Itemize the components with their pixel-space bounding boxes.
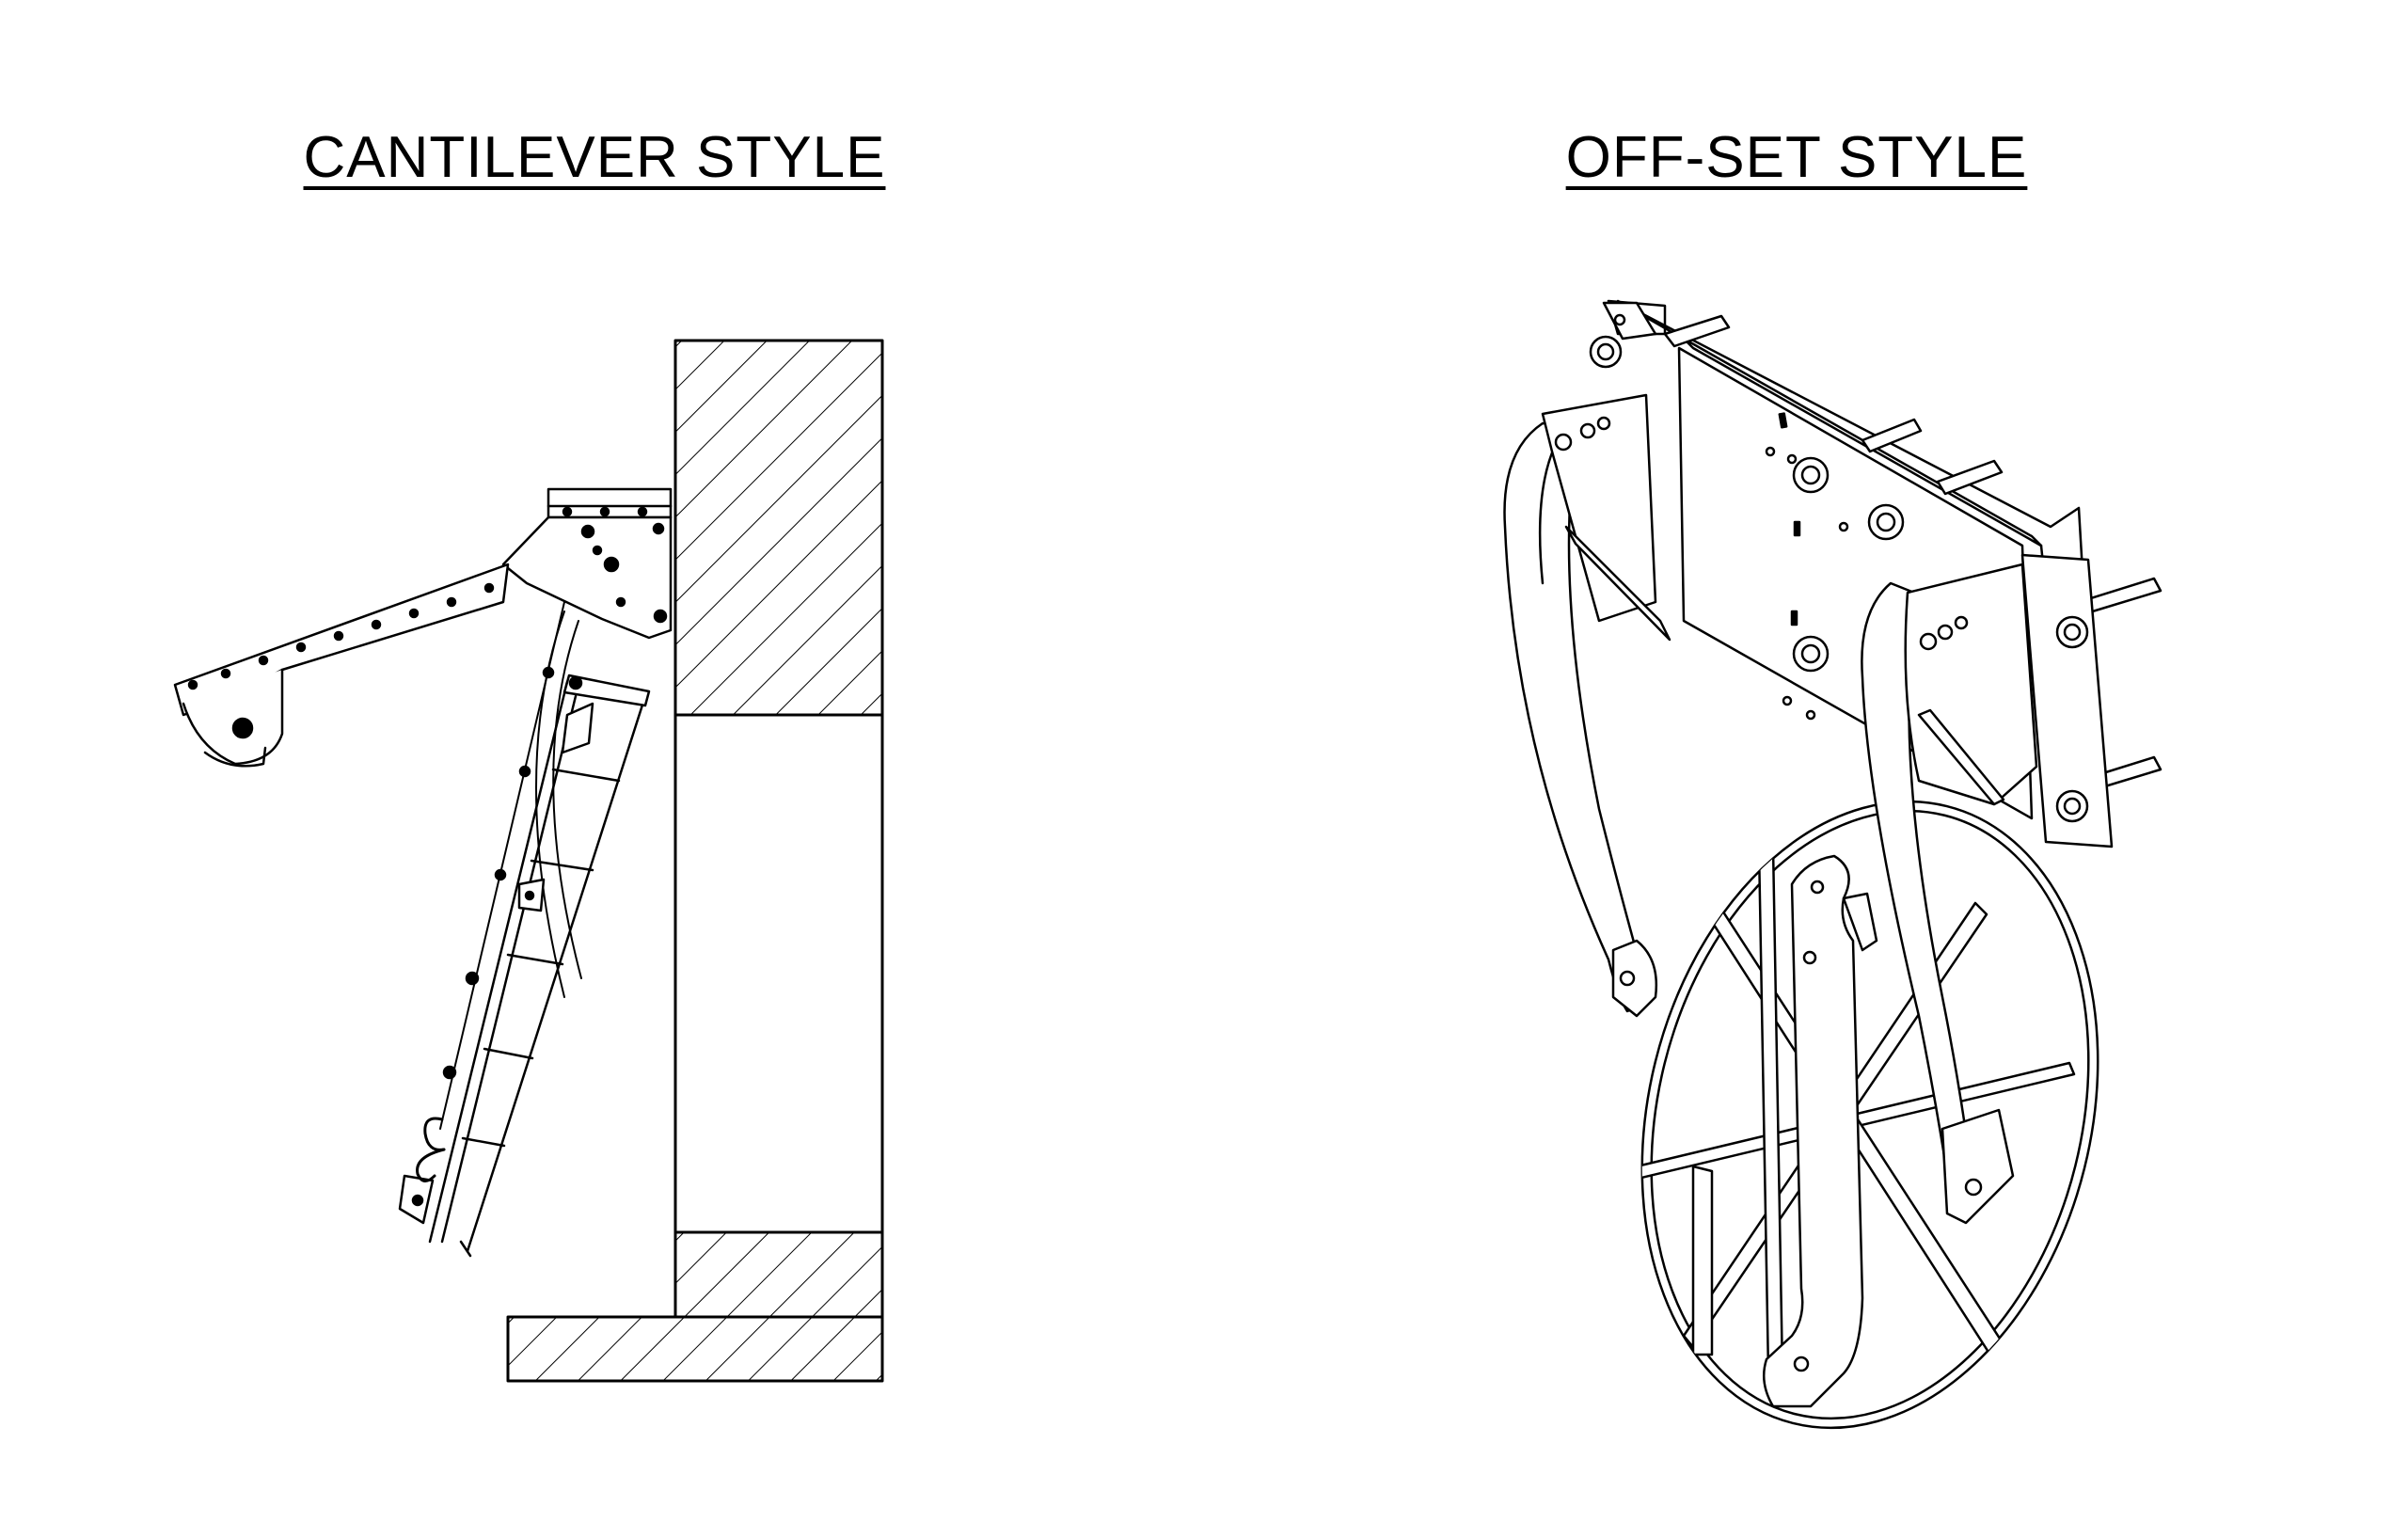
left-side-bracket xyxy=(1541,393,1671,642)
wall-bracket xyxy=(501,487,673,640)
right-support-arm xyxy=(1861,563,2038,1225)
left-support-arm xyxy=(1503,421,1657,1018)
cantilever-ladder-davit-icon xyxy=(173,339,884,1383)
offset-davit-bracket-icon xyxy=(1503,299,2162,1430)
nut-bolts xyxy=(1589,335,1905,673)
wall-hatched-structure xyxy=(506,339,884,1383)
cantilever-arm xyxy=(173,563,510,768)
ladder xyxy=(398,610,651,1258)
rope-and-hook xyxy=(416,601,565,1182)
center-bracket xyxy=(1762,854,1878,1408)
cantilever-style-title: CANTILEVER STYLE xyxy=(303,125,886,190)
offset-style-title: OFF-SET STYLE xyxy=(1565,125,2028,190)
right-mounting-plate xyxy=(2020,553,2114,848)
